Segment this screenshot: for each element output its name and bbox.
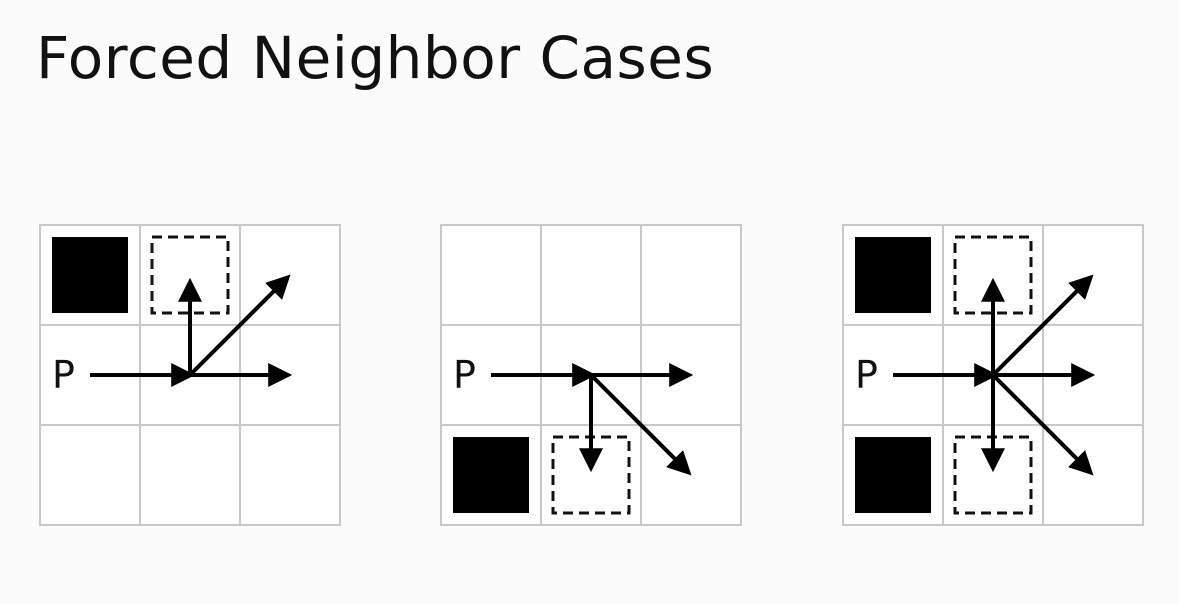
arrow-se bbox=[589, 373, 692, 476]
grid-cell bbox=[139, 424, 241, 526]
arrow-ne bbox=[188, 274, 291, 377]
node-label-p: P bbox=[453, 353, 476, 397]
obstacle-block bbox=[453, 437, 529, 513]
grid-cell bbox=[239, 424, 341, 526]
obstacle-block bbox=[855, 237, 931, 313]
grid-case-2: P bbox=[440, 224, 742, 526]
forced-neighbor-box bbox=[150, 235, 230, 315]
grid-cell bbox=[540, 224, 642, 326]
grid-cell bbox=[39, 424, 141, 526]
obstacle-block bbox=[52, 237, 128, 313]
grid-cell bbox=[440, 224, 542, 326]
grid-case-3: P bbox=[842, 224, 1144, 526]
arrow-se bbox=[991, 373, 1094, 476]
node-label-p: P bbox=[855, 353, 878, 397]
obstacle-block bbox=[855, 437, 931, 513]
slide-title: Forced Neighbor Cases bbox=[36, 24, 715, 92]
grid-case-1: P bbox=[39, 224, 341, 526]
arrow-ne bbox=[991, 274, 1094, 377]
node-label-p: P bbox=[52, 353, 75, 397]
forced-neighbor-box bbox=[953, 235, 1033, 315]
grid-cell bbox=[640, 224, 742, 326]
